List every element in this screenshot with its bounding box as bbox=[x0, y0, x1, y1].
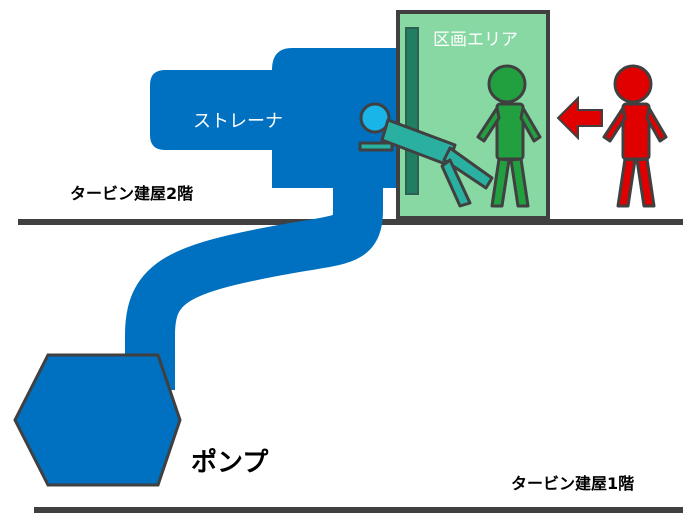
pump bbox=[13, 353, 182, 487]
strainer-label: ストレーナ bbox=[193, 111, 283, 132]
zone-area-label: 区画エリア bbox=[433, 30, 518, 50]
floor-1f-label: タービン建屋1階 bbox=[511, 474, 634, 493]
floor-1f-line bbox=[34, 507, 683, 513]
fallen-worker-icon bbox=[358, 102, 494, 208]
red-worker-icon bbox=[602, 64, 668, 208]
strainer bbox=[150, 48, 398, 188]
green-worker-icon bbox=[476, 64, 542, 208]
floor-2f-label: タービン建屋2階 bbox=[70, 184, 193, 203]
pipe bbox=[125, 178, 383, 390]
arrow-left-icon bbox=[556, 95, 603, 141]
door bbox=[405, 27, 419, 195]
pump-label: ポンプ bbox=[191, 447, 269, 478]
